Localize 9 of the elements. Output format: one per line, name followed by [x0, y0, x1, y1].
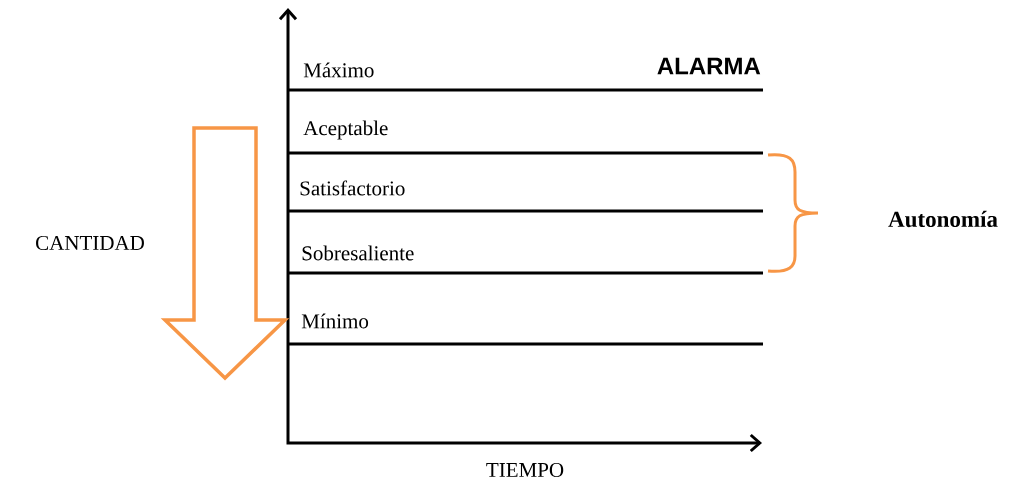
axis-label: TIEMPO [486, 462, 564, 478]
label-text: Satisfactorio [300, 180, 405, 196]
label-text: Autonomía [888, 210, 998, 228]
label-text: Máximo [303, 62, 374, 78]
label-text: Aceptable [303, 120, 388, 140]
axis-label: CANTIDAD [36, 235, 144, 251]
label-text: Mínimo [301, 313, 369, 329]
label-text: Sobresaliente [302, 245, 414, 261]
alarm-label: ALARMA [657, 57, 761, 75]
